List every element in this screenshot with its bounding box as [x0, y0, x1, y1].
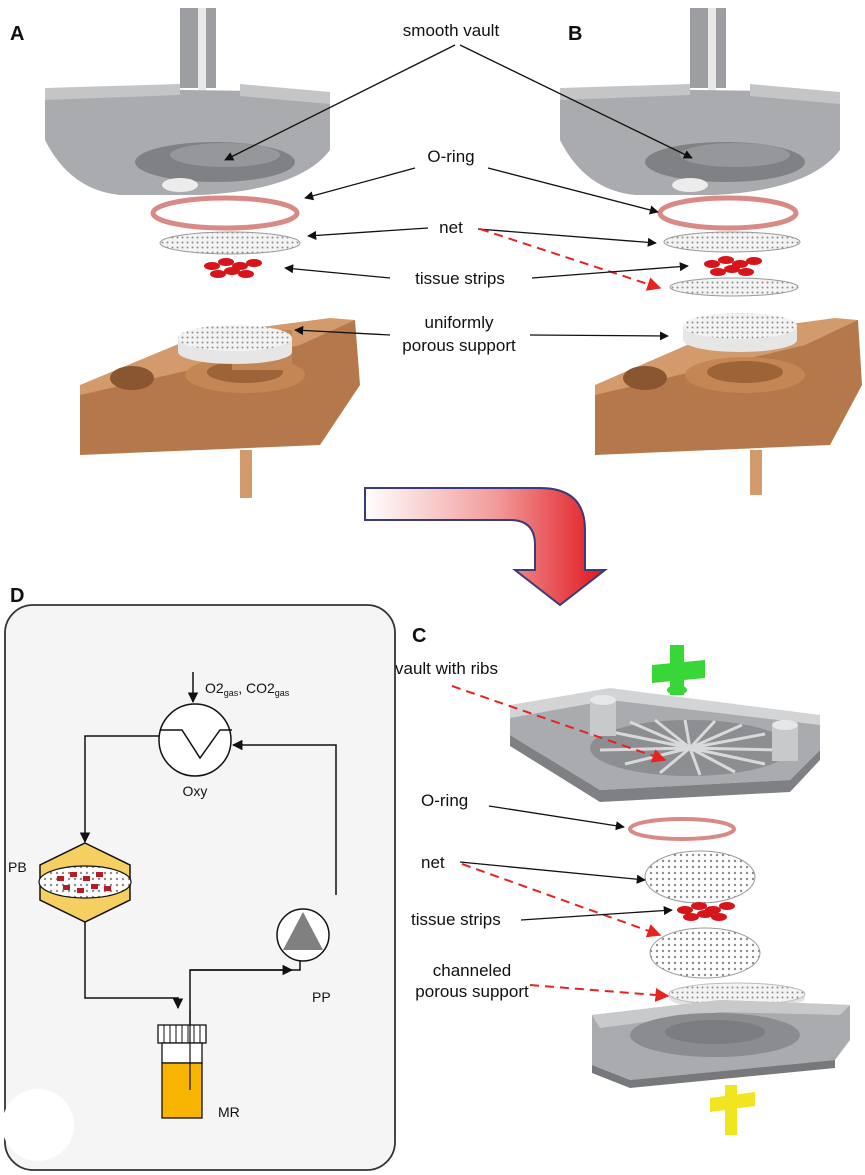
net-bottom-c [649, 927, 761, 979]
porous-support-chamber-b [595, 313, 862, 495]
net-top-b [663, 231, 801, 253]
label-o-ring-c: O-ring [421, 791, 468, 810]
label-tissue-strips-c: tissue strips [411, 910, 501, 929]
svg-text:O2gas, CO2gas: O2gas, CO2gas [205, 680, 290, 698]
panel-label-d: D [10, 585, 24, 607]
label-support-line1-ab: uniformly [425, 313, 494, 332]
green-connector [652, 645, 705, 695]
o-ring-a [150, 195, 300, 231]
circuit-box [4, 604, 396, 1171]
net-top-c [644, 850, 756, 904]
panel-b [560, 8, 862, 495]
tissue-strips-b [704, 256, 762, 276]
vault-with-ribs [510, 688, 820, 802]
smooth-vault-chamber-a [45, 8, 330, 195]
label-vault-with-ribs: vault with ribs [395, 659, 498, 678]
panel-a [45, 8, 360, 498]
label-tissue-strips-ab: tissue strips [415, 269, 505, 288]
bottom-chamber-c [592, 1000, 850, 1088]
tissue-strips-c [677, 902, 735, 921]
packed-bed [38, 842, 132, 923]
oxygenator [158, 703, 232, 777]
peristaltic-pump [276, 908, 330, 962]
o-ring-b [657, 195, 799, 231]
label-support-line2-c: porous support [415, 982, 529, 1001]
panel-label-b: B [568, 23, 582, 45]
label-oxy: Oxy [183, 783, 208, 799]
yellow-connector [710, 1085, 755, 1135]
label-net-ab: net [439, 218, 463, 237]
net-bottom-b [669, 277, 799, 297]
label-smooth-vault: smooth vault [403, 21, 500, 40]
net-a [159, 231, 301, 255]
panel-label-c: C [412, 625, 426, 647]
smooth-vault-chamber-b [560, 8, 840, 195]
label-support-line1-c: channeled [433, 961, 511, 980]
porous-support-chamber-a [80, 318, 360, 498]
label-o-ring-ab: O-ring [427, 147, 474, 166]
label-mr: MR [218, 1104, 240, 1120]
o-ring-c [628, 817, 736, 841]
label-pp: PP [312, 989, 331, 1005]
label-net-c: net [421, 853, 445, 872]
label-support-line2-ab: porous support [402, 336, 516, 355]
panel-c [510, 645, 850, 1135]
medium-reservoir [157, 1010, 207, 1119]
panel-d: O2gas, CO2gas Oxy PB [2, 604, 396, 1171]
panel-label-a: A [10, 23, 24, 45]
tissue-strips-a [204, 258, 262, 278]
transition-arrow [364, 487, 608, 607]
label-pb: PB [8, 859, 27, 875]
